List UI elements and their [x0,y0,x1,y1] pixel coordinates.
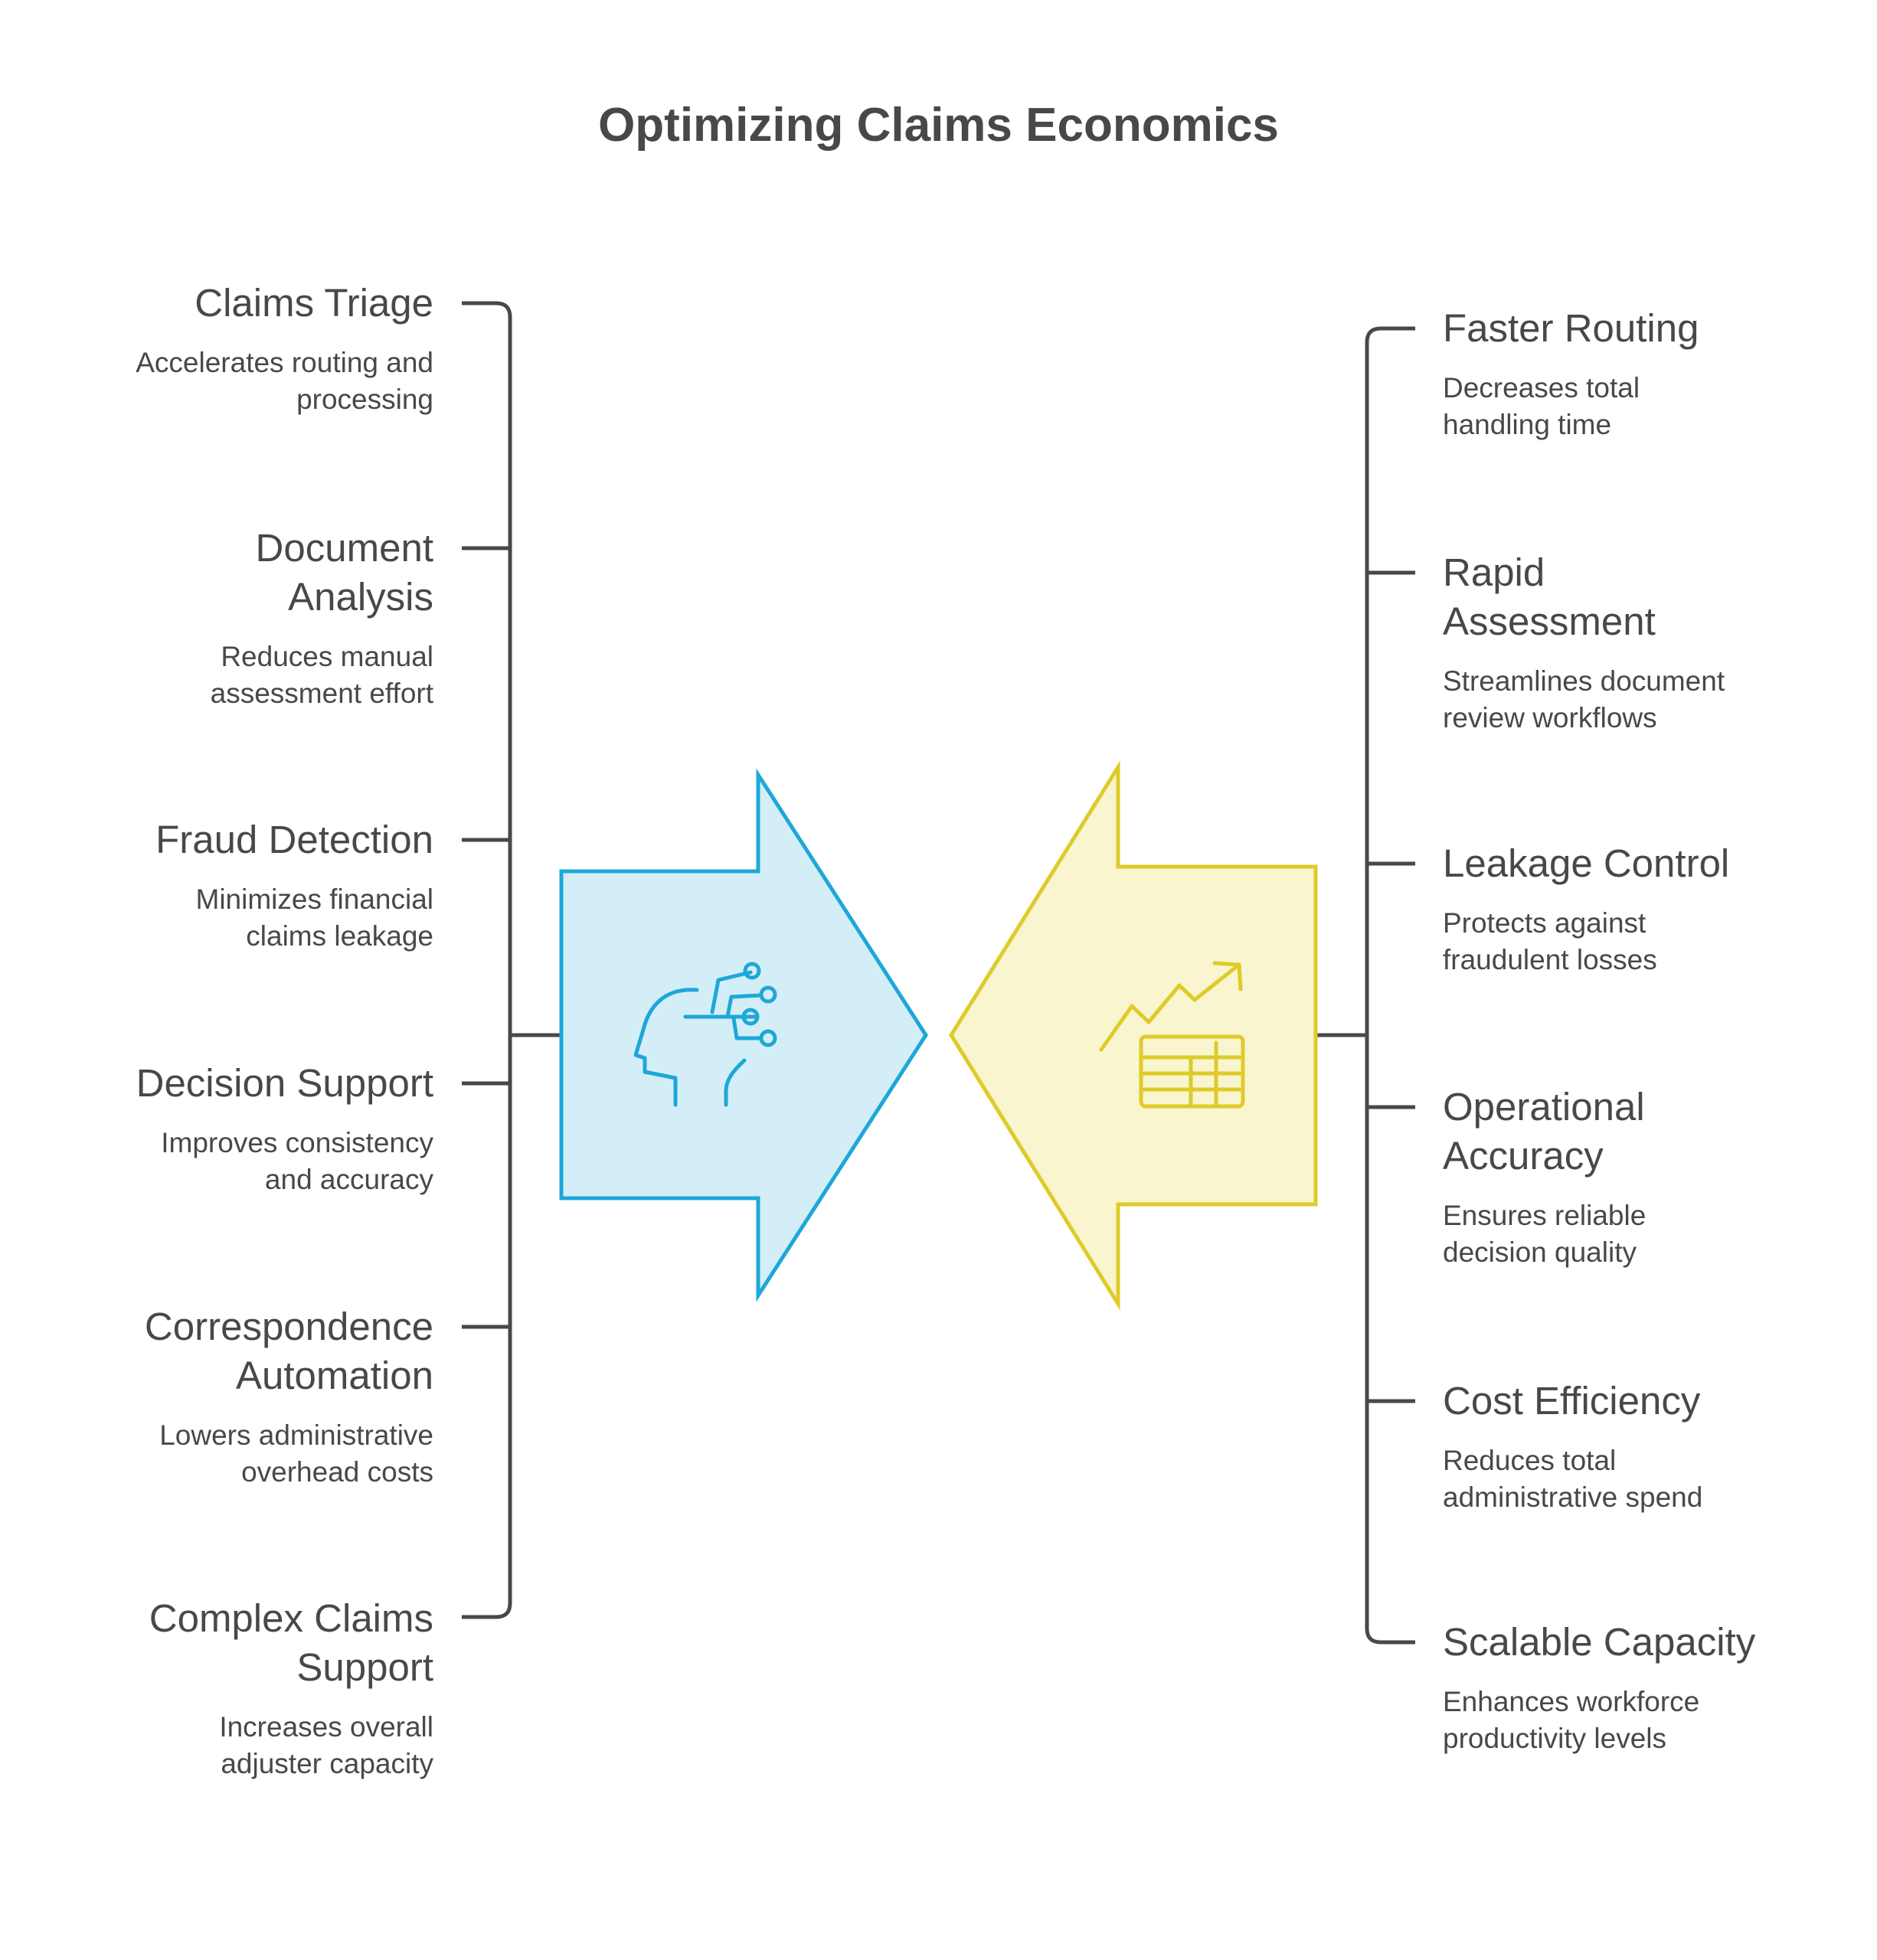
right-item-rapid-assessment: Rapid Assessment Streamlines document re… [1443,548,1872,737]
right-bracket [1365,326,1415,1645]
item-description: Ensures reliable decision quality [1443,1200,1646,1268]
growth-chart-table-icon [1099,961,1245,1109]
right-arrow [949,760,1318,1311]
right-item-scalable-capacity: Scalable Capacity Enhances workforce pro… [1443,1618,1872,1757]
left-bracket [462,301,512,1619]
right-item-cost-efficiency: Cost Efficiency Reduces total administra… [1443,1377,1872,1516]
left-item-fraud-detection: Fraud Detection Minimizes financial clai… [0,815,433,955]
ai-head-icon [633,962,777,1107]
item-description: Protects against fraudulent losses [1443,907,1657,975]
item-heading: Complex Claims Support [149,1596,433,1689]
item-description: Increases overall adjuster capacity [219,1711,433,1779]
item-heading: Claims Triage [195,281,433,325]
left-item-correspondence-automation: Correspondence Automation Lowers adminis… [0,1302,433,1491]
right-item-faster-routing: Faster Routing Decreases total handling … [1443,304,1872,443]
left-item-complex-claims-support: Complex Claims Support Increases overall… [0,1594,433,1782]
item-heading: Cost Efficiency [1443,1379,1701,1423]
item-description: Accelerates routing and processing [136,347,433,415]
item-description: Reduces manual assessment effort [210,641,433,709]
item-heading: Rapid Assessment [1443,550,1656,643]
item-heading: Fraud Detection [155,818,433,861]
item-heading: Document Analysis [255,526,433,619]
item-description: Decreases total handling time [1443,372,1640,440]
right-item-leakage-control: Leakage Control Protects against fraudul… [1443,839,1872,978]
item-heading: Faster Routing [1443,306,1699,350]
diagram-title: Optimizing Claims Economics [598,99,1279,152]
item-description: Streamlines document review workflows [1443,665,1725,733]
item-heading: Leakage Control [1443,841,1730,885]
item-description: Improves consistency and accuracy [161,1127,433,1195]
left-item-claims-triage: Claims Triage Accelerates routing and pr… [0,279,433,418]
item-heading: Decision Support [136,1061,433,1105]
item-description: Enhances workforce productivity levels [1443,1686,1700,1754]
item-description: Lowers administrative overhead costs [159,1419,433,1488]
item-heading: Operational Accuracy [1443,1085,1645,1178]
item-heading: Scalable Capacity [1443,1620,1756,1664]
left-item-decision-support: Decision Support Improves consistency an… [0,1059,433,1198]
left-item-document-analysis: Document Analysis Reduces manual assessm… [0,524,433,712]
item-description: Reduces total administrative spend [1443,1445,1703,1513]
item-heading: Correspondence Automation [144,1305,433,1397]
left-arrow [559,768,928,1302]
right-item-operational-accuracy: Operational Accuracy Ensures reliable de… [1443,1083,1872,1271]
item-description: Minimizes financial claims leakage [195,884,434,952]
